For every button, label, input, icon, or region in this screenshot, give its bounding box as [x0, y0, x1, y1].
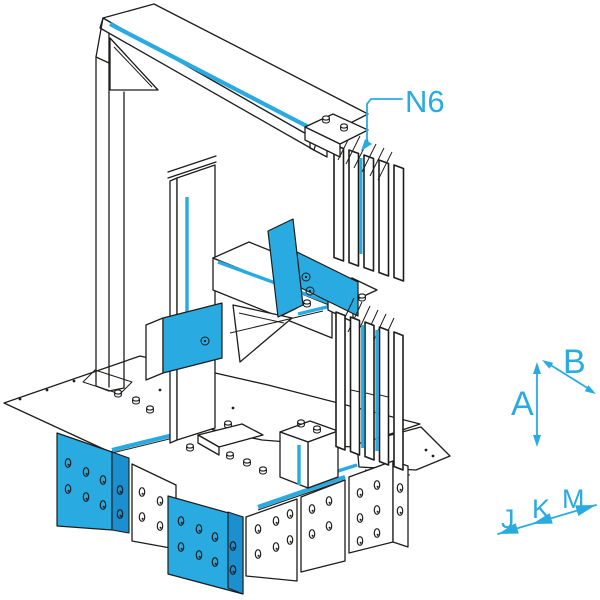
- direction-label-k: K: [532, 494, 550, 524]
- inner-unit: [145, 155, 378, 456]
- hanging-plates: [56, 432, 409, 595]
- arrow-m-icon: [575, 505, 596, 516]
- blue-strap: [267, 218, 304, 318]
- axis-indicator: A B: [511, 343, 596, 447]
- arrow-j-icon: [498, 523, 519, 534]
- part-callout: N6: [361, 84, 445, 151]
- busbar-stack-top: [304, 113, 405, 282]
- gusset-top: [109, 37, 159, 91]
- arrow-downright-icon: [584, 385, 596, 394]
- arrow-down-icon: [533, 435, 541, 447]
- busbar-stack-bottom: [335, 297, 404, 471]
- rivet-dots: [18, 379, 435, 458]
- axis-label-b: B: [563, 343, 586, 381]
- leader-arrowhead-icon: [361, 139, 372, 151]
- blue-clamp-left: [162, 302, 223, 374]
- axis-label-a: A: [511, 385, 534, 423]
- feeder-box: [279, 419, 339, 489]
- direction-indicator: J K M: [497, 484, 597, 535]
- direction-label-j: J: [501, 504, 515, 534]
- arrow-up-icon: [533, 362, 541, 374]
- arrow-upleft-icon: [542, 360, 554, 369]
- white-plate-4: [348, 460, 394, 554]
- white-plate-2: [245, 498, 298, 582]
- part-label: N6: [405, 84, 445, 119]
- white-plate-3: [300, 479, 346, 573]
- direction-label-m: M: [562, 484, 585, 514]
- gusset-middle: [232, 304, 293, 363]
- outer-cover-frame: [95, 3, 369, 392]
- arrow-k-icon: [532, 513, 553, 524]
